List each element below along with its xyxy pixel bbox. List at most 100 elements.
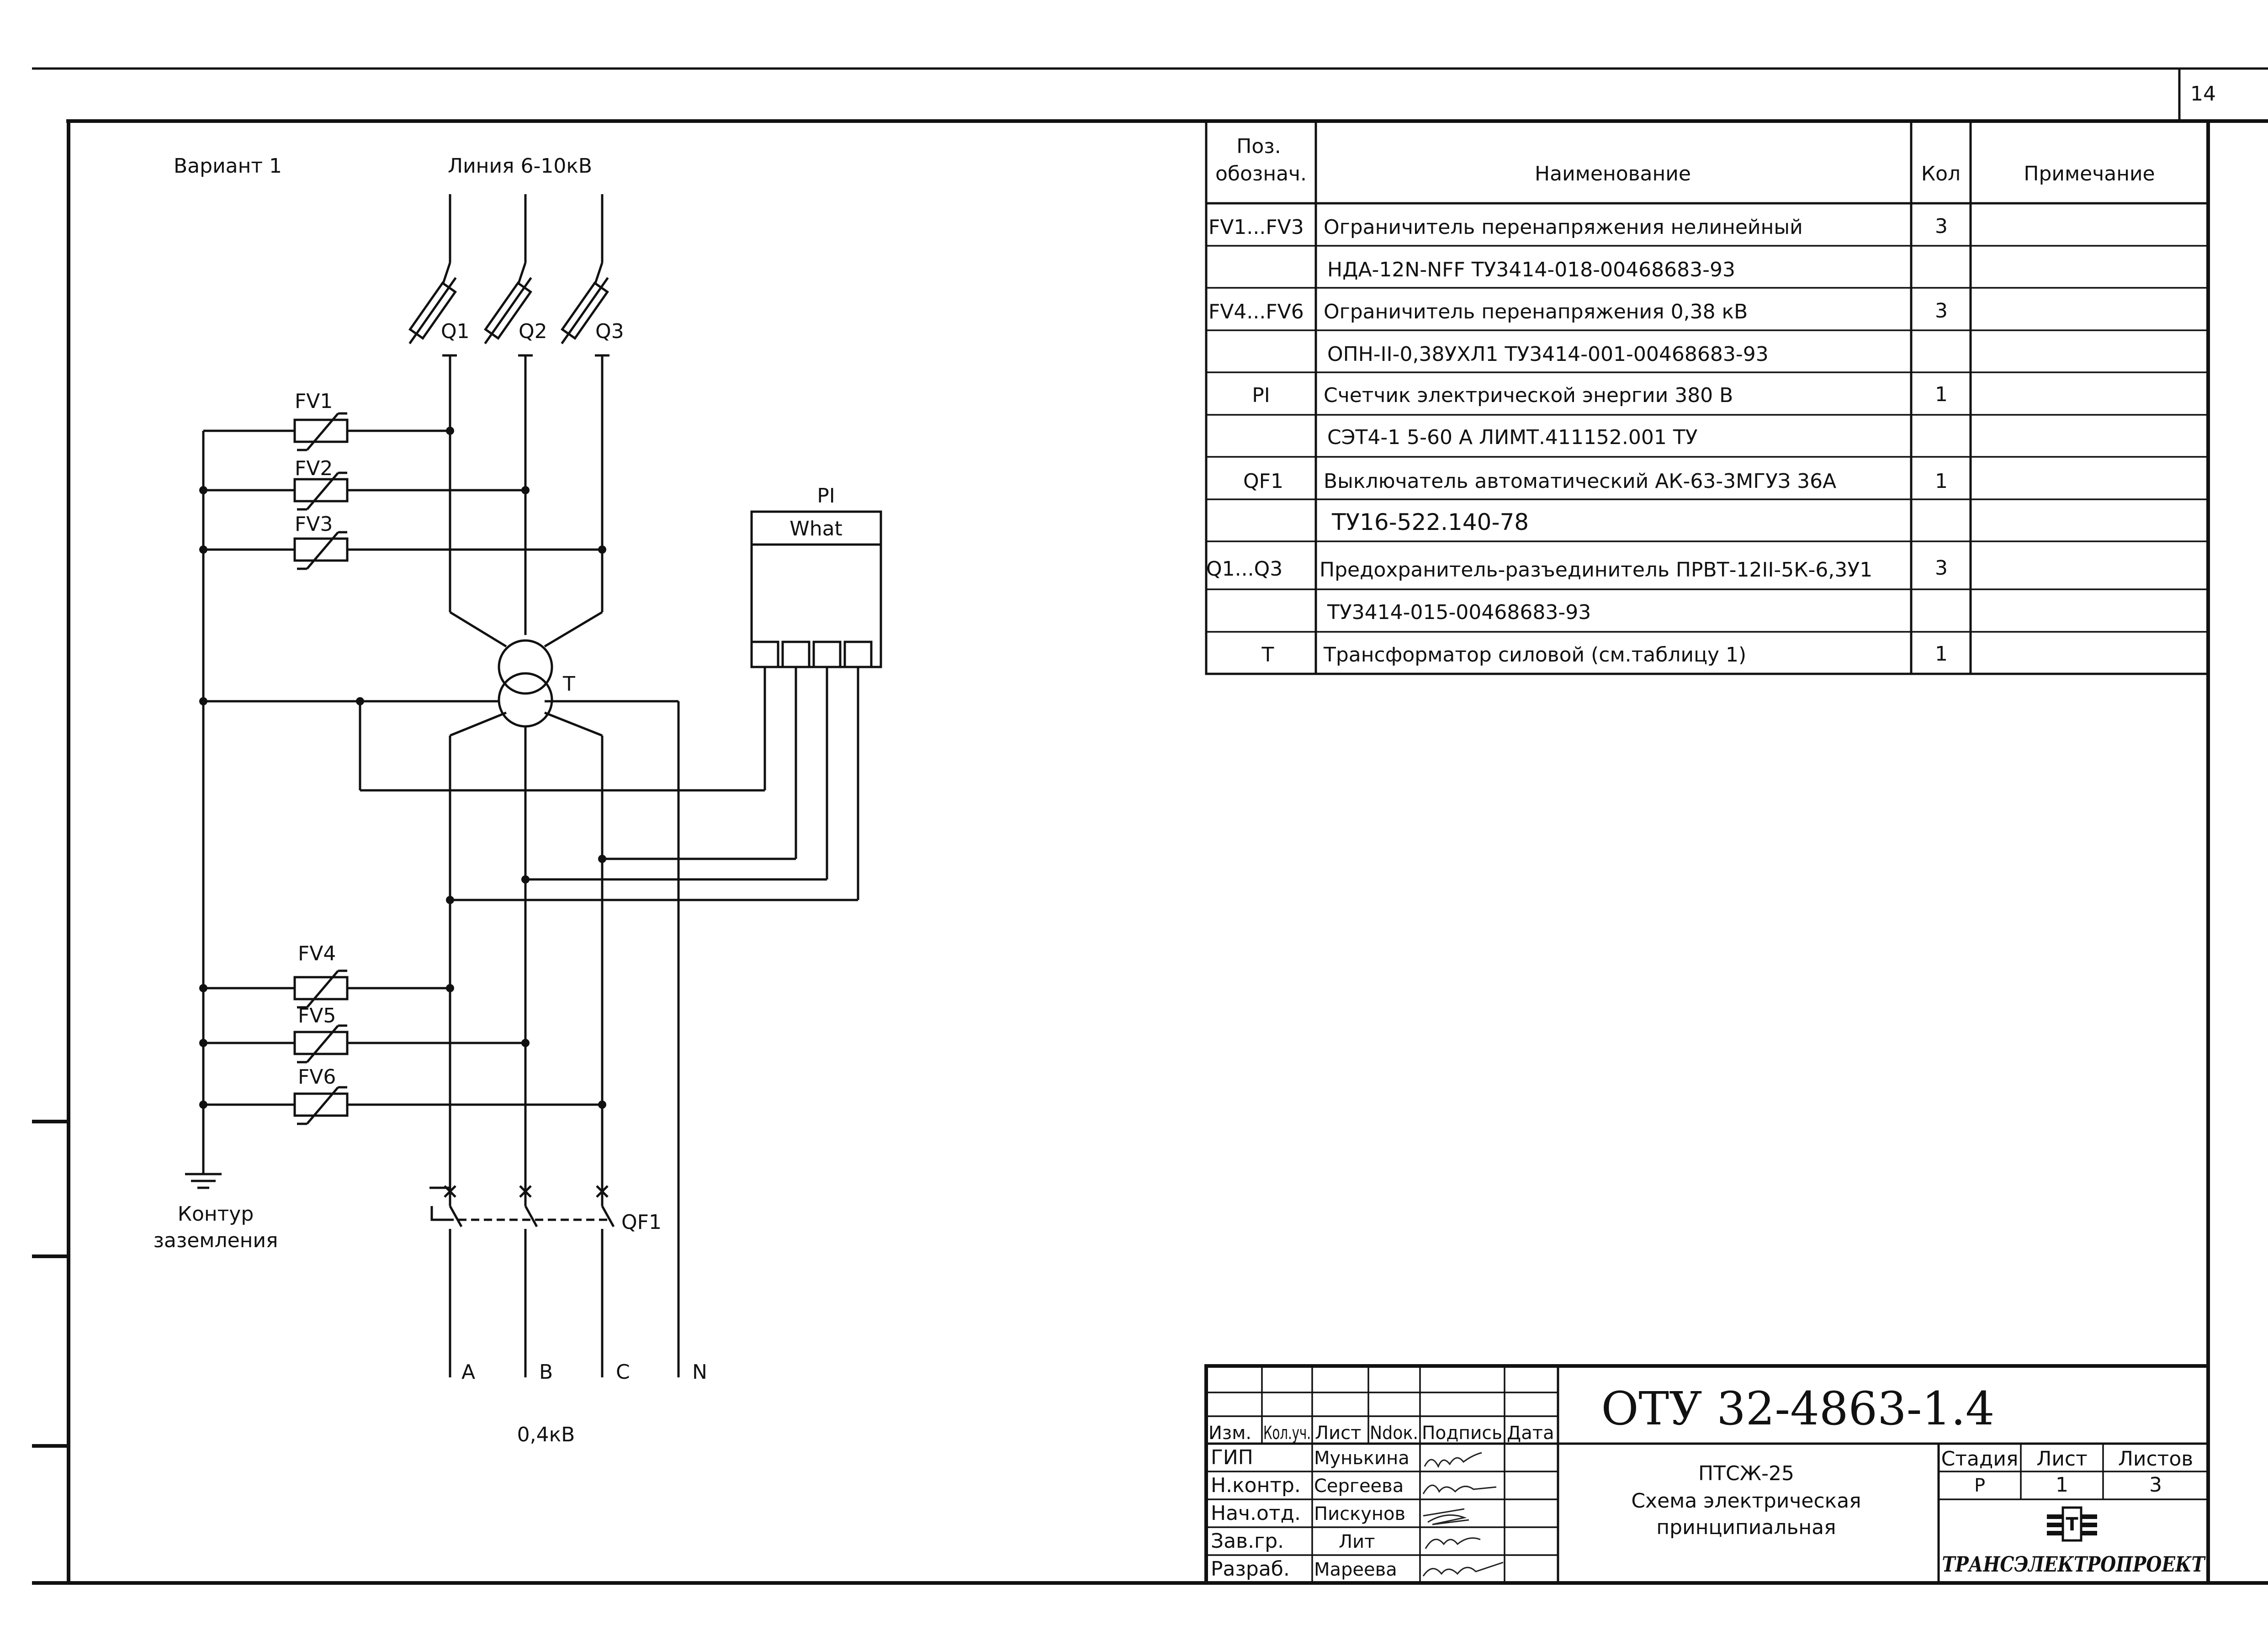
- spec-row-qty: 3: [1935, 215, 1948, 238]
- company-name: ТРАНСЭЛЕКТРОПРОЕКТ: [1942, 1552, 2206, 1577]
- arrester-fv4-label: FV4: [298, 942, 336, 965]
- col-header-date: Дата: [1507, 1423, 1554, 1444]
- spec-row-pos: PI: [1252, 384, 1270, 407]
- circuit-breaker-qf1: [429, 1185, 615, 1377]
- spec-rows: FV1...FV3 Ограничитель перенапряжения не…: [1206, 215, 1948, 667]
- sheet-label: Лист: [2036, 1447, 2088, 1471]
- spec-row-pos: Q1...Q3: [1206, 557, 1282, 581]
- output-voltage-label: 0,4кВ: [517, 1423, 575, 1446]
- spec-row-name: ОПН-II-0,38УХЛ1 ТУ3414-001-00468683-93: [1327, 343, 1769, 366]
- signatures: [1422, 1452, 1504, 1577]
- spec-row-name: Выключатель автоматический АК-63-3МГУЗ 3…: [1324, 470, 1836, 493]
- col-header-izm: Изм.: [1208, 1423, 1251, 1444]
- title-block: [1204, 1364, 2210, 1585]
- spec-row-qty: 3: [1935, 299, 1948, 323]
- spec-header-note: Примечание: [2024, 162, 2155, 185]
- spec-header-pos: Поз.: [1236, 135, 1281, 158]
- transformer-t: [498, 639, 553, 728]
- stage-label: Стадия: [1941, 1447, 2019, 1471]
- title-block-roles: ГИП Мунькина Н.контр. Сергеева Нач.отд. …: [1211, 1446, 1410, 1581]
- role-razrab: Разраб.: [1211, 1557, 1290, 1581]
- incoming-lines: [442, 194, 604, 284]
- col-header-list: Лист: [1315, 1423, 1361, 1444]
- spec-row-name: ТУ3414-015-00468683-93: [1327, 601, 1591, 624]
- transformer-label: T: [562, 672, 575, 696]
- sheet-number: 14: [2190, 82, 2216, 106]
- role-n-kontr: Н.контр.: [1211, 1474, 1301, 1497]
- spec-row-qty: 1: [1935, 383, 1948, 406]
- output-b-label: B: [539, 1360, 553, 1384]
- name-nach-otd: Пискунов: [1314, 1503, 1405, 1524]
- arrester-fv4: [199, 969, 454, 1009]
- spec-row-qty: 1: [1935, 642, 1948, 666]
- arrester-fv6: [199, 1086, 606, 1125]
- spec-row-name: Предохранитель-разъединитель ПРВТ-12II-5…: [1319, 558, 1872, 582]
- col-header-kol-uch: Кол.уч.: [1263, 1423, 1311, 1444]
- arrester-fv2-label: FV2: [295, 457, 333, 480]
- spec-row-name: Счетчик электрической энергии 380 В: [1324, 384, 1733, 407]
- output-c-label: C: [616, 1360, 630, 1384]
- arrester-fv3: [199, 531, 606, 570]
- svg-text:Т: Т: [2066, 1514, 2078, 1535]
- role-zav-gr: Зав.гр.: [1211, 1530, 1284, 1553]
- ground-label-line1: Контур: [178, 1202, 254, 1226]
- doc-code: ОТУ 32-4863-1.4: [1601, 1382, 1994, 1435]
- hv-phase-wires: [442, 354, 609, 648]
- name-gip: Мунькина: [1314, 1448, 1410, 1469]
- spec-header-name: Наименование: [1535, 162, 1691, 185]
- col-header-signature: Подпись: [1422, 1423, 1502, 1444]
- spec-row-qty: 3: [1935, 556, 1948, 580]
- output-a-label: A: [461, 1360, 475, 1384]
- fuse-q1: [408, 277, 457, 344]
- drawing-frame: [32, 67, 2268, 1585]
- spec-row-name: СЭТ4-1 5-60 А ЛИМТ.411152.001 ТУ: [1327, 426, 1698, 449]
- sheet-value: 1: [2056, 1473, 2068, 1497]
- lv-phase-wires: [199, 697, 680, 1377]
- spec-table: [1205, 120, 2210, 675]
- arrester-fv5-label: FV5: [298, 1004, 336, 1027]
- breaker-label: QF1: [621, 1211, 662, 1234]
- drawing-title-line1: Схема электрическая: [1631, 1489, 1861, 1513]
- fuse-q3: [561, 277, 609, 344]
- fuse-q2: [484, 277, 532, 344]
- spec-row-pos: T: [1261, 643, 1274, 667]
- stage-value: Р: [1974, 1475, 1985, 1496]
- arrester-fv1-label: FV1: [295, 390, 333, 413]
- arrester-fv5: [199, 1024, 530, 1064]
- name-zav-gr: Лит: [1339, 1531, 1375, 1552]
- arrester-fv6-label: FV6: [298, 1065, 336, 1089]
- ground-label-line2: заземления: [153, 1229, 278, 1252]
- arrester-fv3-label: FV3: [295, 513, 333, 536]
- arrester-fv1: [203, 412, 454, 451]
- fuse-q3-label: Q3: [595, 320, 624, 343]
- spec-row-pos: FV4...FV6: [1208, 300, 1304, 323]
- variant-label: Вариант 1: [174, 154, 282, 178]
- project-name: ПТСЖ-25: [1698, 1462, 1794, 1485]
- role-gip: ГИП: [1211, 1446, 1253, 1469]
- spec-row-pos: QF1: [1243, 470, 1283, 493]
- role-nach-otd: Нач.отд.: [1211, 1502, 1301, 1525]
- name-n-kontr: Сергеева: [1314, 1476, 1404, 1497]
- meter-ref-label: PI: [817, 484, 835, 508]
- arrester-fv2: [199, 471, 530, 511]
- title-block-col-headers: Изм. Кол.уч. Лист Ndoк. Подпись Дата: [1208, 1423, 1554, 1444]
- spec-row-name: Трансформатор силовой (см.таблицу 1): [1323, 643, 1746, 667]
- col-header-ndok: Ndoк.: [1370, 1423, 1418, 1444]
- fuse-q2-label: Q2: [519, 320, 547, 343]
- drawing-title-line2: принципиальная: [1656, 1516, 1836, 1539]
- ground-icon: [185, 1166, 222, 1189]
- meter-wiring: [360, 667, 859, 904]
- name-razrab: Мареева: [1314, 1559, 1397, 1580]
- spec-header-pos2: обознач.: [1215, 162, 1307, 185]
- spec-row-name: ТУ16-522.140-78: [1331, 509, 1529, 535]
- fuse-q1-label: Q1: [441, 320, 470, 343]
- company-logo-icon: Т: [2047, 1506, 2097, 1542]
- output-n-label: N: [692, 1360, 707, 1384]
- spec-header-qty: Кол: [1921, 162, 1961, 185]
- spec-row-name: НДА-12N-NFF ТУ3414-018-00468683-93: [1327, 258, 1735, 281]
- spec-row-name: Ограничитель перенапряжения нелинейный: [1324, 216, 1803, 239]
- spec-row-pos: FV1...FV3: [1208, 216, 1304, 239]
- sheets-value: 3: [2149, 1473, 2162, 1497]
- sheets-label: Листов: [2118, 1447, 2193, 1471]
